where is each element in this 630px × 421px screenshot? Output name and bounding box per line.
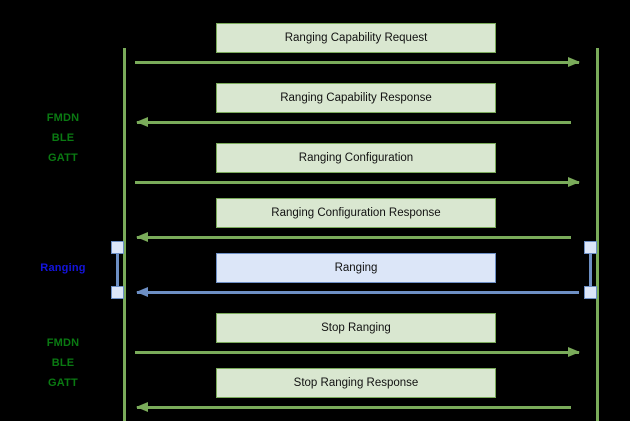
arrow-head-right-icon <box>568 177 580 187</box>
message-box-stop-ranging[interactable]: Stop Ranging <box>216 313 496 343</box>
phase-label-ranging: Ranging <box>40 262 86 274</box>
message-box-stop-ranging-response[interactable]: Stop Ranging Response <box>216 368 496 398</box>
arrow-shaft <box>135 351 579 354</box>
arrow-head-left-icon <box>136 232 148 242</box>
message-arrow-ranging-configuration <box>135 177 580 187</box>
message-box-ranging-capability-request[interactable]: Ranging Capability Request <box>216 23 496 53</box>
phase-label-gatt-top: FMDN BLE GATT <box>46 112 80 164</box>
arrow-head-left-icon <box>136 402 148 412</box>
message-arrow-stop-ranging-response <box>136 402 571 412</box>
message-arrow-ranging <box>136 287 579 297</box>
message-arrow-ranging-configuration-response <box>136 232 571 242</box>
arrow-head-left-icon <box>136 117 148 127</box>
phase-label-gatt-bottom: FMDN BLE GATT <box>46 337 80 389</box>
right-lifeline <box>596 48 599 421</box>
message-arrow-ranging-capability-request <box>135 57 580 67</box>
arrow-shaft <box>137 291 579 294</box>
message-box-ranging-capability-response[interactable]: Ranging Capability Response <box>216 83 496 113</box>
message-box-ranging[interactable]: Ranging <box>216 253 496 283</box>
ranging-activation-bar-left <box>116 247 119 293</box>
arrow-head-right-icon <box>568 347 580 357</box>
arrow-shaft <box>135 181 579 184</box>
ranging-activation-node-right-end <box>584 286 597 299</box>
message-box-ranging-configuration[interactable]: Ranging Configuration <box>216 143 496 173</box>
ranging-activation-node-left-start <box>111 241 124 254</box>
ranging-activation-bar-right <box>589 247 592 293</box>
arrow-shaft <box>137 406 571 409</box>
left-lifeline <box>123 48 126 421</box>
ranging-activation-node-left-end <box>111 286 124 299</box>
arrow-shaft <box>137 236 571 239</box>
arrow-shaft <box>135 61 579 64</box>
arrow-head-left-icon <box>136 287 148 297</box>
arrow-head-right-icon <box>568 57 580 67</box>
ranging-activation-node-right-start <box>584 241 597 254</box>
message-arrow-stop-ranging <box>135 347 580 357</box>
arrow-shaft <box>137 121 571 124</box>
message-box-ranging-configuration-response[interactable]: Ranging Configuration Response <box>216 198 496 228</box>
message-arrow-ranging-capability-response <box>136 117 571 127</box>
